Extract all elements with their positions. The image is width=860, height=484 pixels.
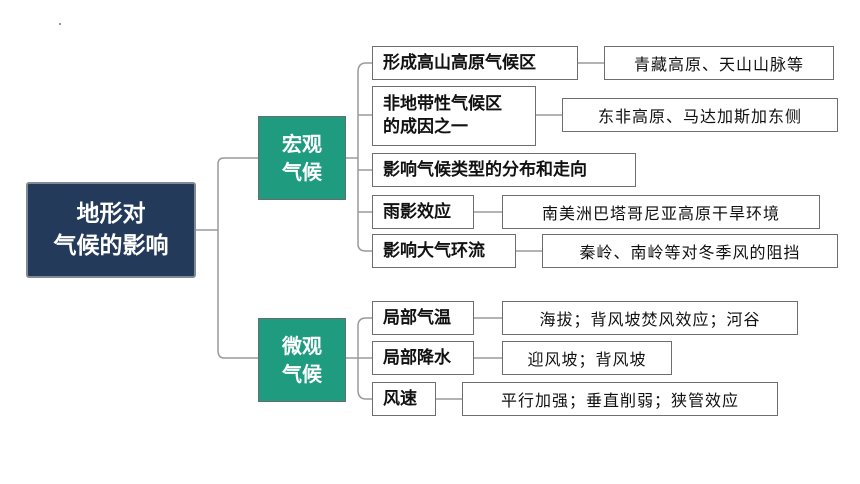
macro-item-1-label: 形成高山高原气候区 (383, 52, 536, 73)
connector-micro-1 (357, 317, 372, 327)
micro-example-3: 平行加强；垂直削弱；狭管效应 (462, 382, 778, 416)
macro-item-1: 形成高山高原气候区 (372, 46, 578, 80)
macro-item-4: 雨影效应 (372, 195, 474, 229)
macro-example-1-text: 青藏高原、天山山脉等 (633, 55, 804, 74)
connector-macro-5 (357, 243, 372, 252)
stray-dot (59, 23, 61, 25)
micro-item-2-label: 局部降水 (383, 347, 451, 368)
micro-item-2: 局部降水 (372, 341, 474, 375)
root-line-2: 气候的影响 (53, 233, 169, 259)
root-line-1: 地形对 (76, 201, 146, 227)
micro-item-3: 风速 (372, 382, 436, 416)
macro-item-2-label-line-1: 非地带性气候区 (383, 94, 502, 114)
micro-example-1: 海拔；背风坡焚风效应；河谷 (502, 301, 798, 335)
macro-item-5: 影响大气环流 (372, 234, 516, 268)
macro-example-4-text: 南美洲巴塔哥尼亚高原干旱环境 (541, 204, 780, 223)
macro-item-2-label-line-2: 的成因之一 (383, 117, 468, 137)
connector-macro-1 (357, 62, 372, 73)
macro-example-2-text: 东非高原、马达加斯加东侧 (597, 107, 802, 126)
connector-to-macro (217, 157, 258, 165)
macro-item-2: 非地带性气候区 的成因之一 (372, 86, 536, 146)
macro-example-4: 南美洲巴塔哥尼亚高原干旱环境 (502, 195, 820, 229)
micro-example-3-text: 平行加强；垂直削弱；狭管效应 (500, 391, 739, 410)
micro-example-1-text: 海拔；背风坡焚风效应；河谷 (539, 310, 761, 329)
macro-label-line-1: 宏观 (282, 132, 322, 156)
micro-example-2: 迎风坡；背风坡 (502, 341, 672, 375)
macro-item-3-label: 影响气候类型的分布和走向 (383, 159, 587, 180)
micro-label-line-2: 气候 (282, 362, 322, 386)
micro-label-line-1: 微观 (282, 334, 322, 358)
macro-label-line-2: 气候 (282, 160, 322, 184)
macro-example-1: 青藏高原、天山山脉等 (604, 46, 834, 80)
connector-micro-3 (357, 389, 372, 400)
connector-to-micro (217, 349, 258, 359)
macro-climate-node: 宏观 气候 (258, 116, 346, 200)
micro-example-2-text: 迎风坡；背风坡 (527, 350, 647, 369)
micro-climate-node: 微观 气候 (258, 318, 346, 402)
macro-item-5-label: 影响大气环流 (383, 240, 485, 261)
micro-item-1: 局部气温 (372, 301, 474, 335)
macro-example-5-text: 秦岭、南岭等对冬季风的阻挡 (579, 243, 801, 262)
root-node: 地形对 气候的影响 (26, 182, 196, 278)
macro-example-5: 秦岭、南岭等对冬季风的阻挡 (542, 234, 838, 268)
micro-item-1-label: 局部气温 (383, 307, 451, 328)
macro-item-3: 影响气候类型的分布和走向 (372, 153, 636, 187)
micro-item-3-label: 风速 (383, 388, 417, 409)
macro-item-4-label: 雨影效应 (383, 201, 451, 222)
macro-example-2: 东非高原、马达加斯加东侧 (562, 98, 838, 132)
